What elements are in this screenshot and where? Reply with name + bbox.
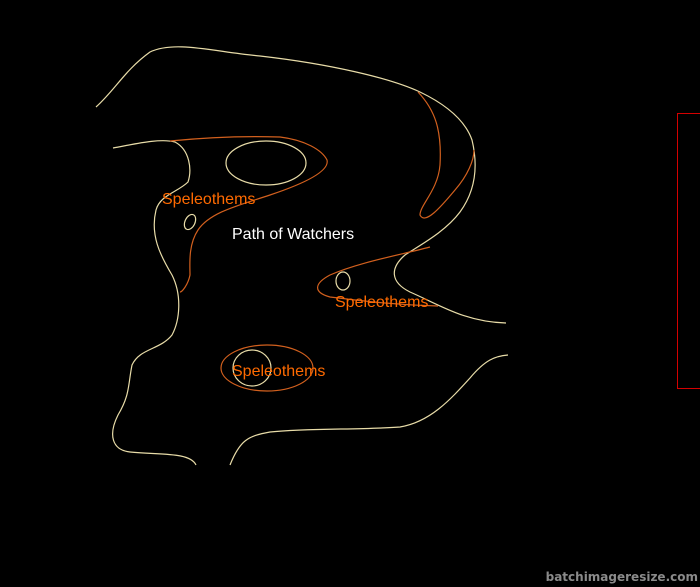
frame-edge [677, 113, 700, 389]
pillar-south [232, 349, 272, 387]
pillar-small-east [335, 271, 351, 291]
cave-wall-north [95, 46, 507, 324]
path-name-label: Path of Watchers [232, 226, 355, 243]
pillar-north [225, 140, 307, 186]
speleothem-zone-northwest [169, 136, 328, 293]
pillar-small-west [183, 213, 197, 231]
cave-wall-south [229, 354, 509, 466]
watermark: batchimageresize.com [545, 570, 698, 584]
speleothem-zone-east-crescent [417, 91, 475, 219]
speleothem-zone-east [317, 246, 439, 307]
speleothems-label: Speleothems [335, 294, 429, 311]
cave-wall-west [112, 140, 197, 466]
speleothem-zone-south [220, 344, 314, 392]
speleothems-label: Speleothems [162, 191, 256, 208]
speleothems-label: Speleothems [232, 363, 326, 380]
